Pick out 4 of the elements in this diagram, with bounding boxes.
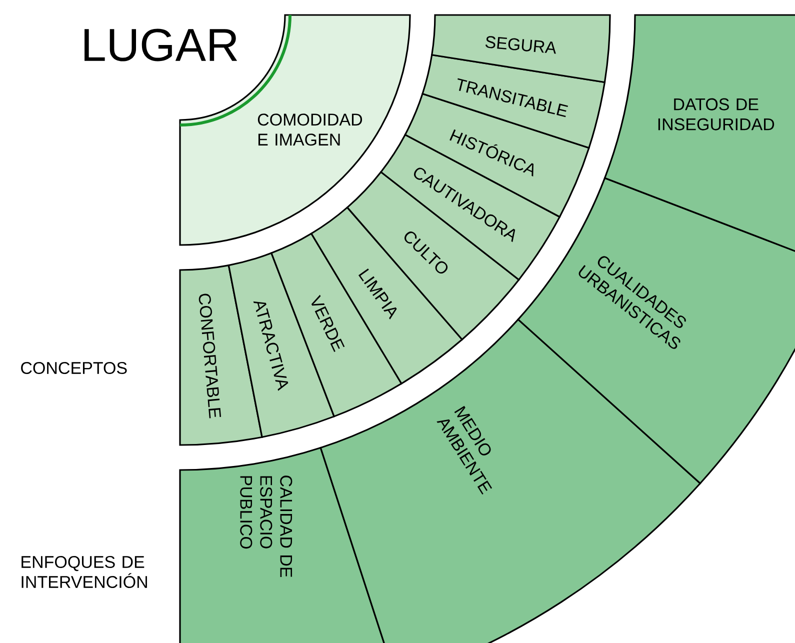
node-label: CALIDAD DE ESPACIO PUBLICO bbox=[240, 476, 292, 578]
node-label: DATOS DE INSEGURIDAD bbox=[658, 98, 774, 130]
section-label: CONCEPTOS bbox=[21, 362, 127, 374]
section-label: ENFOQUES DE INTERVENCIÓN bbox=[22, 556, 147, 588]
